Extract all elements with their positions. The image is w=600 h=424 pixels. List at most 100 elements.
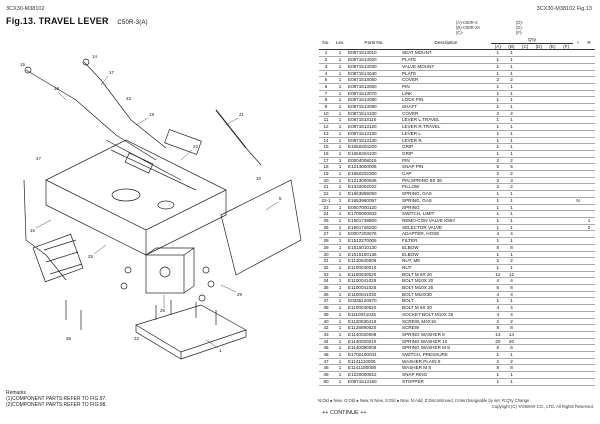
cell-no: 38 [319,304,333,312]
cell-r [583,130,595,138]
cell-qty-d [531,371,546,379]
cell-qty-e [545,378,560,386]
cell-r [583,311,595,319]
cell-qty-f [559,110,573,118]
cell-qty-c [518,130,532,138]
cell-lev: 1 [333,56,347,64]
copyright: Copyright (C) YANMAR CO., LTD. All Right… [491,403,594,409]
cell-qty-e [545,49,560,58]
cell-r [583,123,595,131]
cell-r [583,90,595,98]
cell-lev: 1 [333,251,347,259]
cell-qty-a: 1 [491,224,505,232]
cell-qty-d [531,143,546,151]
cell-qty-c [518,217,532,225]
cell-no: 4 [319,70,333,78]
cell-description: SPRING, GAS [401,197,491,205]
cell-qty-c [518,163,532,172]
cell-lev: 1 [333,177,347,185]
col-parts-no: Parts No. [347,37,401,51]
cell-qty-d [531,63,546,71]
cell-lev: 1 [333,297,347,306]
cell-no: 2 [319,56,333,64]
cell-qty-e [545,351,560,359]
cell-no: 11 [319,116,333,125]
legend-text: N:Old ● New, O:Old ● New, N:New, S:Old ●… [318,398,530,403]
cell-description: LOCK PIN [401,96,491,105]
cell-qty-d [531,204,546,212]
cell-description: BOLT M10X 20 [401,277,491,285]
cell-lev: 1 [333,257,347,265]
cell-i [573,364,583,373]
cell-qty-e [545,331,560,339]
cell-lev: 1 [333,96,347,105]
cell-no: 48 [319,364,333,373]
cell-parts-no: E1141110006 [347,358,401,366]
cell-qty-a: 1 [491,83,505,91]
cell-qty-c [518,364,532,373]
cell-qty-c [518,123,532,131]
cell-lev: 1 [333,170,347,178]
cell-no: 17 [319,157,333,165]
figure-title: Fig.13. TRAVEL LEVER [6,16,109,26]
cell-qty-f [559,76,573,84]
cell-qty-d [531,217,546,225]
cell-parts-no: E1100040010 [347,264,401,272]
cell-qty-b: 4 [504,304,519,312]
travel-lever-left [25,69,157,161]
cell-qty-a: 1 [491,70,505,78]
cell-parts-no: E1515100136 [347,251,401,259]
svg-text:47: 47 [36,156,42,161]
cell-qty-d [531,311,546,319]
cell-no: 10 [319,110,333,118]
cell-lev: 1 [333,103,347,111]
cell-qty-e [545,123,560,131]
cell-qty-b: 6 [504,284,519,292]
cell-qty-f [559,324,573,332]
cell-parts-no: E1515010130 [347,244,401,252]
cell-description: GRIP [401,143,491,151]
cell-r [583,103,595,111]
cell-description: LINK [401,90,491,98]
cell-qty-c [518,96,532,105]
cell-qty-f [559,96,573,105]
cell-description: LEVER L.TRAVEL [401,116,491,125]
cell-parts-no: E1100040020 [347,271,401,279]
cell-description: REMO-CON VALVE K55Y [401,217,491,225]
cell-qty-e [545,210,560,218]
cell-i [573,116,583,125]
cell-parts-no: E0871513110 [347,116,401,125]
cell-qty-c [518,304,532,312]
cell-qty-e [545,297,560,306]
cell-parts-no: E1650202300 [347,170,401,178]
cell-qty-c [518,76,532,84]
cell-qty-d [531,297,546,306]
cell-lev: 1 [333,197,347,205]
cell-parts-no: E0871513150 [347,378,401,386]
cell-qty-c [518,183,532,192]
cell-qty-b: 1 [504,210,519,218]
cell-qty-d [531,76,546,84]
cell-i [573,130,583,138]
cell-parts-no: E1140020008 [347,331,401,339]
svg-text:29: 29 [237,292,243,297]
cell-qty-c [518,371,532,379]
cell-qty-f [559,143,573,151]
cell-lev: 1 [333,237,347,245]
cell-qty-d [531,224,546,232]
cell-qty-a: 2 [491,76,505,84]
cell-r [583,257,595,265]
cell-no: 18 [319,163,333,172]
cell-lev: 1 [333,358,347,366]
cell-qty-d [531,271,546,279]
cell-qty-e [545,150,560,158]
cell-qty-b: 6 [504,344,519,353]
